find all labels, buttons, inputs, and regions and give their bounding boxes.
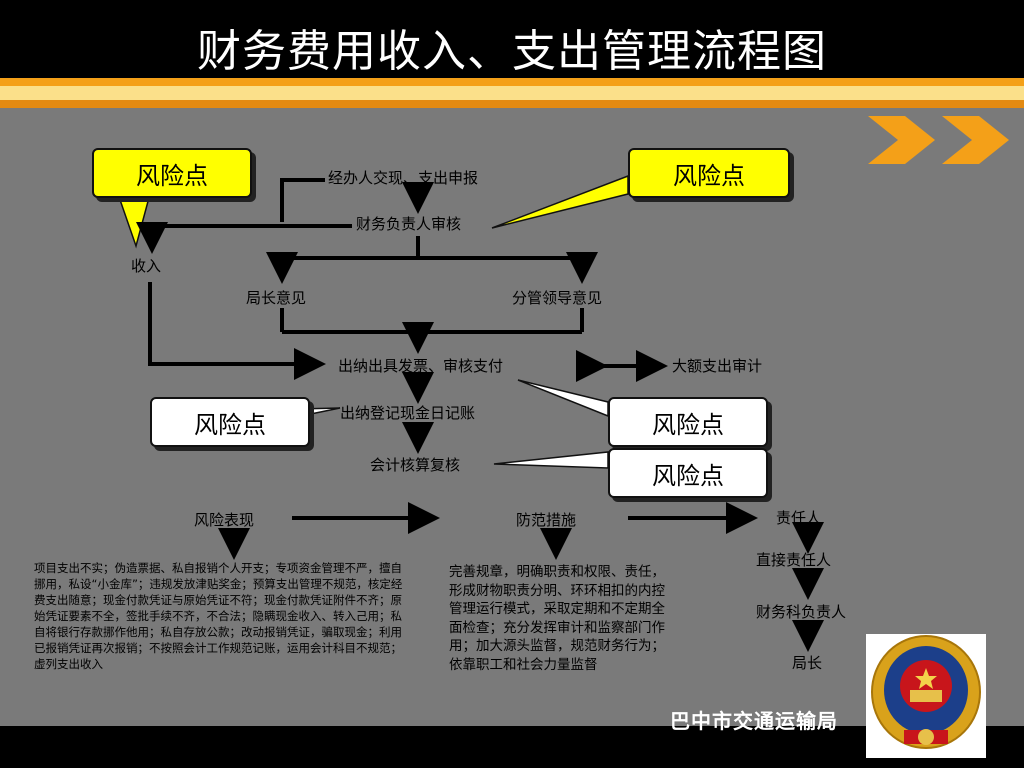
- responsible-finance-head: 财务科负责人: [756, 603, 847, 621]
- step-accounting: 会计核算复核: [370, 456, 461, 474]
- callout-pointer: [493, 451, 609, 469]
- risk-callout-accounting: 风险点: [608, 448, 768, 498]
- risk-callout-income: 风险点: [92, 148, 252, 198]
- header-responsible: 责任人: [776, 509, 822, 527]
- header-prevention: 防范措施: [516, 511, 577, 529]
- callout-pointer: [116, 193, 151, 249]
- title-band: [0, 0, 1024, 78]
- risk-description: 项目支出不实；伪造票据、私自报销个人开支；专项资金管理不严，擅自挪用，私设“小金…: [34, 561, 403, 671]
- step-large-audit: 大额支出审计: [672, 357, 763, 375]
- page-title: 财务费用收入、支出管理流程图: [197, 26, 827, 77]
- risk-callout-payment: 风险点: [608, 397, 768, 447]
- police-emblem-logo: [866, 634, 986, 758]
- chevron-icon: [868, 116, 935, 164]
- step-apply: 经办人交现、支出申报: [328, 169, 479, 187]
- chevron-icon: [942, 116, 1009, 164]
- responsible-director: 局长: [792, 654, 823, 672]
- emblem-icon: [871, 635, 981, 749]
- callout-pointer: [517, 379, 609, 418]
- step-director: 局长意见: [246, 289, 307, 307]
- step-review: 财务负责人审核: [356, 215, 462, 233]
- step-cash-journal: 出纳登记现金日记账: [340, 404, 476, 422]
- orange-stripe-lower: [0, 100, 1024, 108]
- responsible-direct: 直接责任人: [756, 551, 832, 569]
- footer-band: [0, 726, 1024, 768]
- step-leader: 分管领导意见: [512, 289, 603, 307]
- prevention-description: 完善规章，明确职责和权限、责任，形成财物职责分明、环环相扣的内控管理运行模式，采…: [449, 564, 665, 673]
- header-risk: 风险表现: [194, 511, 255, 529]
- risk-callout-journal: 风险点: [150, 397, 310, 447]
- organization-name: 巴中市交通运输局: [670, 709, 838, 733]
- callout-pointer: [491, 174, 629, 229]
- step-cashier-pay: 出纳出具发票、审核支付: [338, 357, 504, 375]
- yellow-stripe: [0, 86, 1024, 100]
- risk-callout-review: 风险点: [628, 148, 790, 198]
- step-income: 收入: [131, 257, 162, 275]
